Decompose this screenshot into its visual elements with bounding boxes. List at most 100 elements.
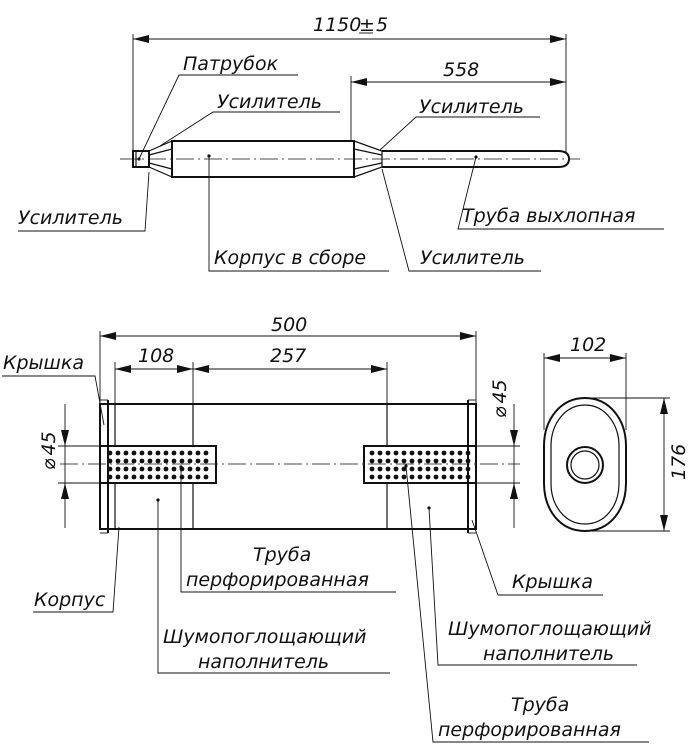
- perforation-hole: [107, 450, 113, 456]
- perforation-hole: [385, 466, 391, 472]
- perforation-hole: [457, 474, 463, 480]
- pipe-diameter-right: ⌀45: [489, 379, 511, 418]
- perforation-hole: [401, 450, 407, 456]
- perforation-hole: [433, 450, 439, 456]
- perforation-hole: [433, 474, 439, 480]
- perforation-right: [369, 450, 471, 480]
- perforation-hole: [123, 450, 129, 456]
- perforation-hole: [433, 458, 439, 464]
- perforation-hole: [425, 450, 431, 456]
- middle-value: 257: [270, 345, 306, 367]
- perforation-hole: [131, 458, 137, 464]
- label-shumo-2-line2: наполнитель: [483, 643, 614, 665]
- perforation-hole: [441, 466, 447, 472]
- perforation-hole: [195, 474, 201, 480]
- perforation-hole: [123, 466, 129, 472]
- perforation-hole: [195, 466, 201, 472]
- perforation-hole: [369, 466, 375, 472]
- perforation-left: [107, 450, 209, 480]
- perforation-hole: [417, 466, 423, 472]
- label-kryshka-right: Крышка: [512, 571, 593, 593]
- perforation-hole: [441, 458, 447, 464]
- perforation-hole: [465, 450, 471, 456]
- perforation-hole: [449, 450, 455, 456]
- label-truba-perf-1-line2: перфорированная: [186, 569, 369, 591]
- perforation-hole: [409, 450, 415, 456]
- perforation-hole: [115, 450, 121, 456]
- label-shumo-2-line1: Шумопоглощающий: [448, 618, 651, 640]
- label-truba-perf-2-line2: перфорированная: [438, 719, 621, 741]
- tolerance-sign: ±: [359, 14, 375, 36]
- perforation-hole: [377, 474, 383, 480]
- label-usilitel-top-right: Усилитель: [419, 96, 524, 118]
- perforation-hole: [179, 450, 185, 456]
- perforation-hole: [163, 458, 169, 464]
- perforation-hole: [147, 450, 153, 456]
- perforation-hole: [369, 450, 375, 456]
- perforation-hole: [377, 450, 383, 456]
- perforation-hole: [163, 466, 169, 472]
- perforation-hole: [203, 458, 209, 464]
- perforation-hole: [449, 466, 455, 472]
- perforation-hole: [139, 466, 145, 472]
- perforation-hole: [131, 466, 137, 472]
- perforation-hole: [465, 466, 471, 472]
- perforation-hole: [385, 450, 391, 456]
- perforation-hole: [449, 458, 455, 464]
- perforation-hole: [171, 450, 177, 456]
- perforation-hole: [187, 474, 193, 480]
- perforation-hole: [401, 458, 407, 464]
- label-shumo-1-line1: Шумопоглощающий: [163, 626, 366, 648]
- perforation-hole: [115, 466, 121, 472]
- perforation-hole: [171, 458, 177, 464]
- end-width-value: 102: [570, 334, 606, 356]
- perforation-hole: [115, 474, 121, 480]
- perforation-hole: [369, 458, 375, 464]
- perforation-hole: [147, 474, 153, 480]
- end-view: 102 176: [543, 334, 690, 533]
- section-view: 500 108 257: [2, 314, 651, 743]
- label-usilitel-top-left: Усилитель: [217, 91, 322, 113]
- perforation-hole: [187, 466, 193, 472]
- label-korpus-v-sbore: Корпус в сборе: [214, 247, 366, 269]
- perforation-hole: [409, 474, 415, 480]
- perforation-hole: [433, 466, 439, 472]
- label-usilitel-bottom-left: Усилитель: [18, 207, 123, 229]
- perforation-hole: [187, 450, 193, 456]
- perforation-hole: [417, 450, 423, 456]
- perforation-hole: [123, 458, 129, 464]
- perforation-hole: [163, 474, 169, 480]
- end-height-value: 176: [668, 444, 690, 480]
- perforation-hole: [401, 474, 407, 480]
- perforation-hole: [465, 474, 471, 480]
- perforation-hole: [425, 466, 431, 472]
- perforation-hole: [179, 458, 185, 464]
- label-korpus: Корпус: [34, 589, 106, 611]
- pipe-diameter-left: ⌀45: [38, 431, 60, 470]
- label-patrubok: Патрубок: [183, 53, 279, 75]
- perforation-hole: [139, 474, 145, 480]
- perforation-hole: [131, 450, 137, 456]
- perforation-hole: [449, 474, 455, 480]
- perforation-hole: [377, 466, 383, 472]
- perforation-hole: [393, 474, 399, 480]
- perforation-hole: [457, 450, 463, 456]
- perforation-hole: [131, 474, 137, 480]
- tolerance-value: 5: [376, 14, 388, 36]
- label-usilitel-bottom-right: Усилитель: [420, 247, 525, 269]
- perforation-hole: [465, 458, 471, 464]
- perforation-hole: [155, 466, 161, 472]
- top-view: 1150 ± 5 558 Патрубок Усилитель: [18, 14, 664, 272]
- perforation-hole: [115, 458, 121, 464]
- label-kryshka-left: Крышка: [3, 352, 84, 374]
- end-block-value: 108: [138, 345, 174, 367]
- perforation-hole: [107, 458, 113, 464]
- perforation-hole: [385, 458, 391, 464]
- perforation-hole: [457, 458, 463, 464]
- perforation-hole: [195, 450, 201, 456]
- perforation-hole: [417, 458, 423, 464]
- perforation-hole: [203, 474, 209, 480]
- perforation-hole: [401, 466, 407, 472]
- perforation-hole: [203, 450, 209, 456]
- perforation-hole: [417, 474, 423, 480]
